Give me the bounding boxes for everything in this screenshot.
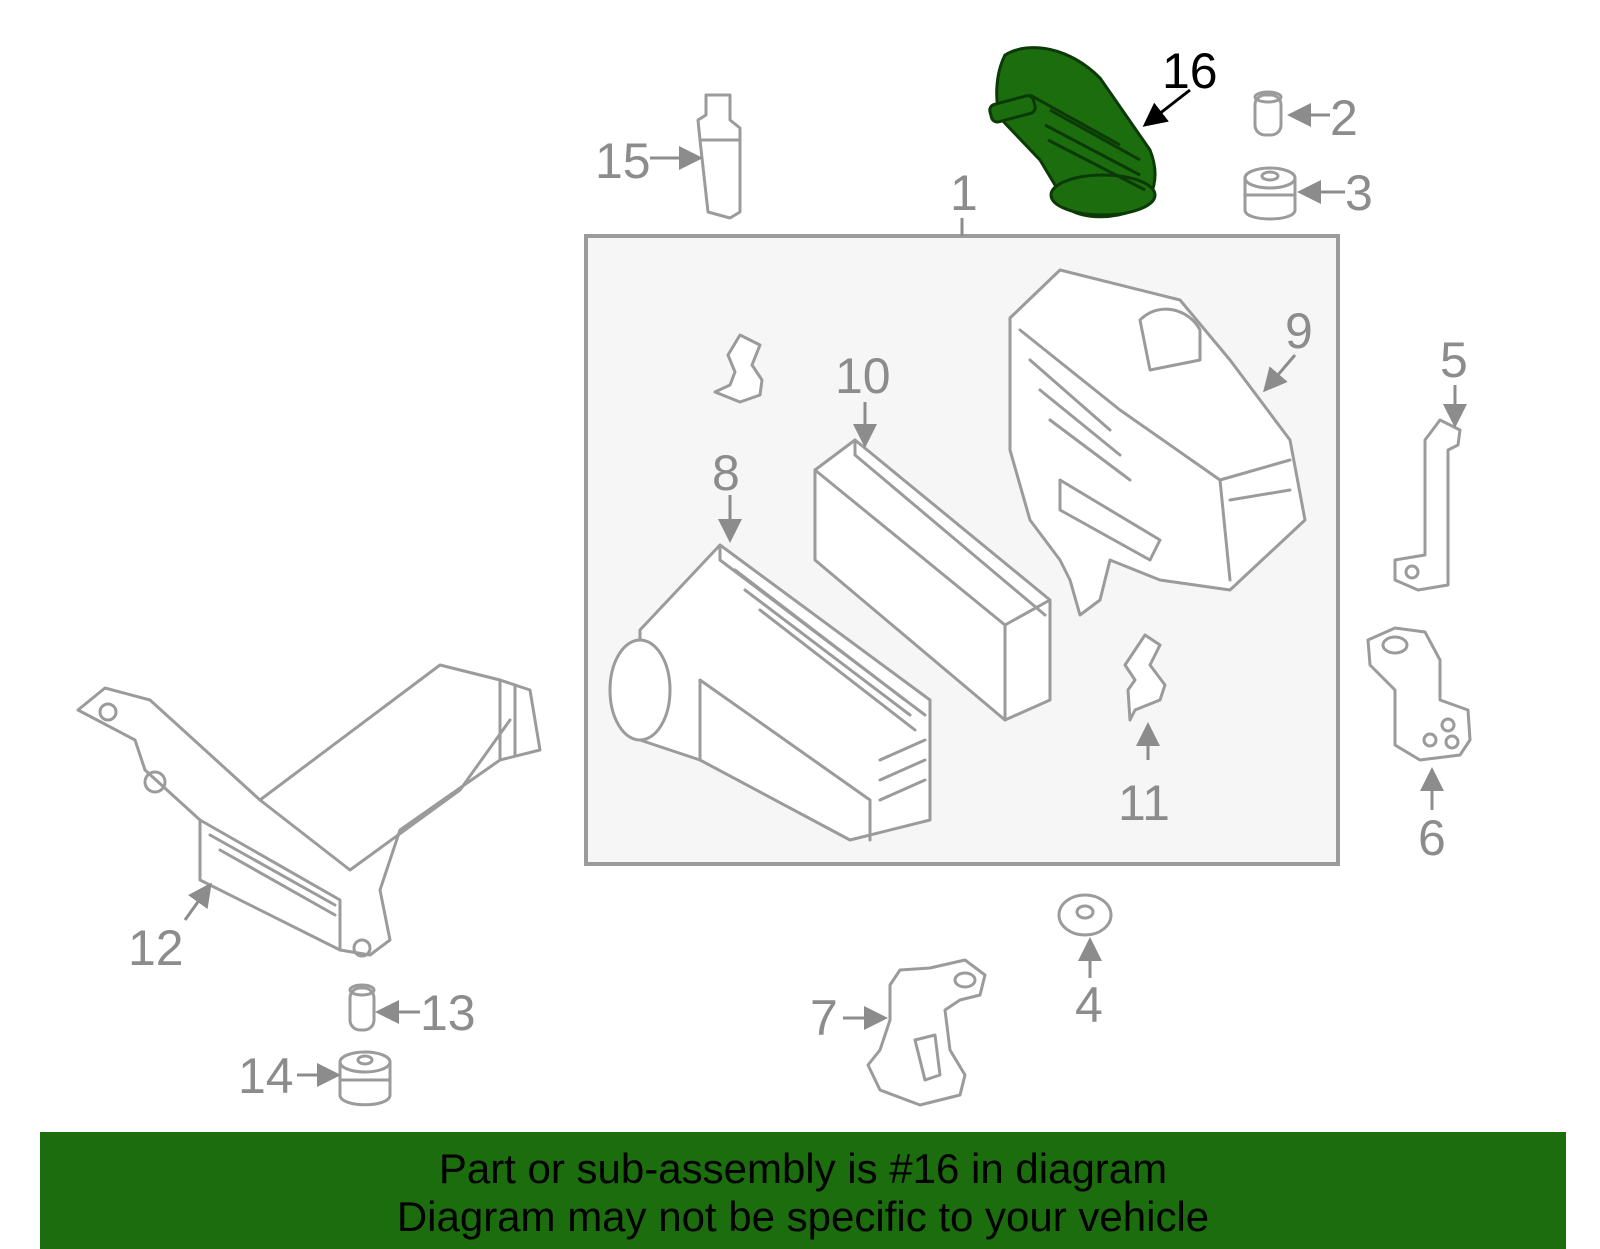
part-11-clip[interactable] bbox=[1123, 633, 1167, 722]
part-4-grommet[interactable] bbox=[1057, 893, 1113, 937]
banner-line-1: Part or sub-assembly is #16 in diagram bbox=[438, 1145, 1168, 1192]
callout-14: 14 bbox=[238, 1048, 294, 1104]
callout-3: 3 bbox=[1345, 165, 1373, 221]
part-7-bracket[interactable] bbox=[866, 958, 987, 1107]
part-13-pin[interactable] bbox=[348, 983, 376, 1032]
callout-12: 12 bbox=[128, 920, 184, 976]
part-8-air-cleaner-case[interactable] bbox=[608, 543, 932, 842]
callout-8: 8 bbox=[712, 445, 740, 501]
callout-13: 13 bbox=[420, 985, 476, 1041]
callout-2: 2 bbox=[1330, 90, 1358, 146]
callout-6: 6 bbox=[1418, 810, 1446, 866]
callout-7: 7 bbox=[810, 990, 838, 1046]
leader-lines bbox=[183, 88, 1467, 1087]
part-16-intake-hose[interactable] bbox=[988, 46, 1157, 219]
callout-10: 10 bbox=[835, 348, 891, 404]
part-15-sensor[interactable] bbox=[696, 93, 742, 220]
part-6-bracket[interactable] bbox=[1366, 626, 1472, 762]
callout-4: 4 bbox=[1075, 977, 1103, 1033]
clip-upper[interactable] bbox=[713, 333, 764, 404]
banner-line-2: Diagram may not be specific to your vehi… bbox=[396, 1193, 1210, 1240]
part-3-grommet[interactable] bbox=[1243, 166, 1297, 221]
callout-16: 16 bbox=[1162, 43, 1218, 99]
part-12-air-duct[interactable] bbox=[76, 663, 542, 958]
callout-5: 5 bbox=[1440, 332, 1468, 388]
callout-9: 9 bbox=[1285, 303, 1313, 359]
callout-11: 11 bbox=[1118, 775, 1170, 831]
part-9-air-cleaner-cover[interactable] bbox=[1008, 268, 1307, 617]
callout-1: 1 bbox=[950, 165, 978, 221]
info-banner: Part or sub-assembly is #16 in diagram D… bbox=[40, 1132, 1566, 1249]
part-5-bracket[interactable] bbox=[1393, 418, 1462, 592]
part-14-grommet[interactable] bbox=[338, 1050, 392, 1107]
part-2-pin[interactable] bbox=[1253, 90, 1283, 137]
callout-15: 15 bbox=[595, 133, 651, 189]
